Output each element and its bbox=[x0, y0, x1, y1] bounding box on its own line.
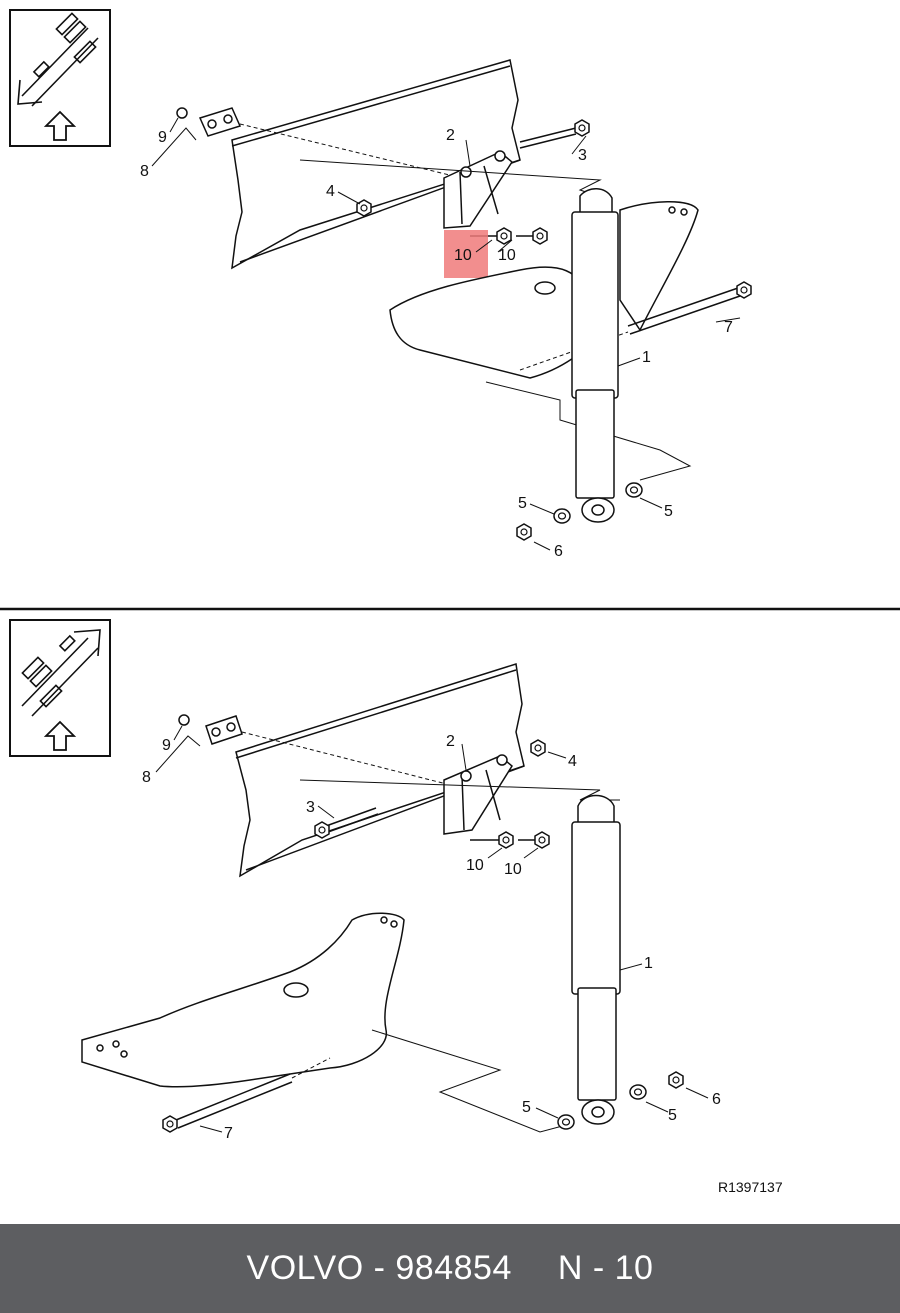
arrow-down-left-icon bbox=[17, 12, 99, 107]
highlight-marker bbox=[444, 230, 488, 278]
label-4-bottom: 4 bbox=[568, 753, 577, 770]
label-2-top: 2 bbox=[446, 127, 455, 144]
label-3-bottom: 3 bbox=[306, 799, 315, 816]
label-3-top: 3 bbox=[578, 147, 587, 164]
footer-bar: VOLVO - 984854 N - 10 bbox=[0, 1224, 900, 1313]
label-5-left-top: 5 bbox=[518, 495, 527, 512]
plate-bottom bbox=[178, 714, 243, 745]
label-6-bottom: 6 bbox=[712, 1091, 721, 1108]
label-1-top: 1 bbox=[642, 349, 651, 366]
top-view: 9 8 2 3 4 10 10 7 1 5 5 6 bbox=[9, 9, 752, 560]
bottom-view: 9 8 2 4 3 10 10 1 7 5 5 6 bbox=[9, 619, 721, 1142]
nut-4-top bbox=[356, 199, 372, 217]
label-5-right-top: 5 bbox=[664, 503, 673, 520]
direction-icon-box-top bbox=[9, 9, 111, 147]
screw-10-pair-bottom bbox=[470, 831, 550, 849]
parts-diagram: 9 8 2 3 4 10 10 7 1 5 5 6 bbox=[0, 9, 900, 1195]
direction-icon-box-bottom bbox=[9, 619, 111, 757]
nut-6-bottom bbox=[668, 1071, 684, 1089]
frame-rail-top bbox=[231, 59, 521, 270]
arrow-up-right-icon bbox=[21, 629, 101, 717]
nut-6-top bbox=[516, 523, 532, 541]
shock-absorber-bottom bbox=[571, 794, 621, 1125]
label-4-top: 4 bbox=[326, 183, 335, 200]
washer-5-right-top bbox=[625, 482, 643, 498]
shock-absorber-top bbox=[571, 188, 619, 523]
bolt-3-bottom bbox=[314, 807, 379, 839]
label-10a-bottom: 10 bbox=[466, 857, 484, 874]
spring-bracket-bottom bbox=[81, 912, 405, 1088]
bolt-3-top bbox=[519, 119, 590, 149]
label-7-bottom: 7 bbox=[224, 1125, 233, 1142]
label-5-left-bottom: 5 bbox=[522, 1099, 531, 1116]
label-10-highlighted-top: 10 bbox=[454, 247, 472, 264]
label-8-top: 8 bbox=[140, 163, 149, 180]
label-7-top: 7 bbox=[724, 319, 733, 336]
label-10-top: 10 bbox=[498, 247, 516, 264]
label-9-bottom: 9 bbox=[162, 737, 171, 754]
label-6-top: 6 bbox=[554, 543, 563, 560]
washer-5-left-top bbox=[553, 508, 571, 524]
long-bolt-7-top bbox=[627, 281, 752, 335]
label-8-bottom: 8 bbox=[142, 769, 151, 786]
washer-5-left-bottom bbox=[557, 1114, 575, 1130]
label-2-bottom: 2 bbox=[446, 733, 455, 750]
label-9-top: 9 bbox=[158, 129, 167, 146]
long-bolt-7-bottom bbox=[162, 1073, 293, 1133]
label-5-right-bottom: 5 bbox=[668, 1107, 677, 1124]
plate-top bbox=[176, 107, 242, 137]
position-code: N - 10 bbox=[557, 1249, 654, 1287]
washer-5-right-bottom bbox=[629, 1084, 647, 1100]
spring-bracket-top bbox=[389, 201, 699, 379]
label-10b-bottom: 10 bbox=[504, 861, 522, 878]
nut-4-bottom bbox=[530, 739, 546, 757]
brand-part-number: VOLVO - 984854 bbox=[246, 1249, 512, 1287]
up-arrow-icon-bottom bbox=[43, 720, 77, 751]
reference-code: R1397137 bbox=[718, 1179, 783, 1195]
up-arrow-icon bbox=[43, 110, 77, 141]
label-1-bottom: 1 bbox=[644, 955, 653, 972]
